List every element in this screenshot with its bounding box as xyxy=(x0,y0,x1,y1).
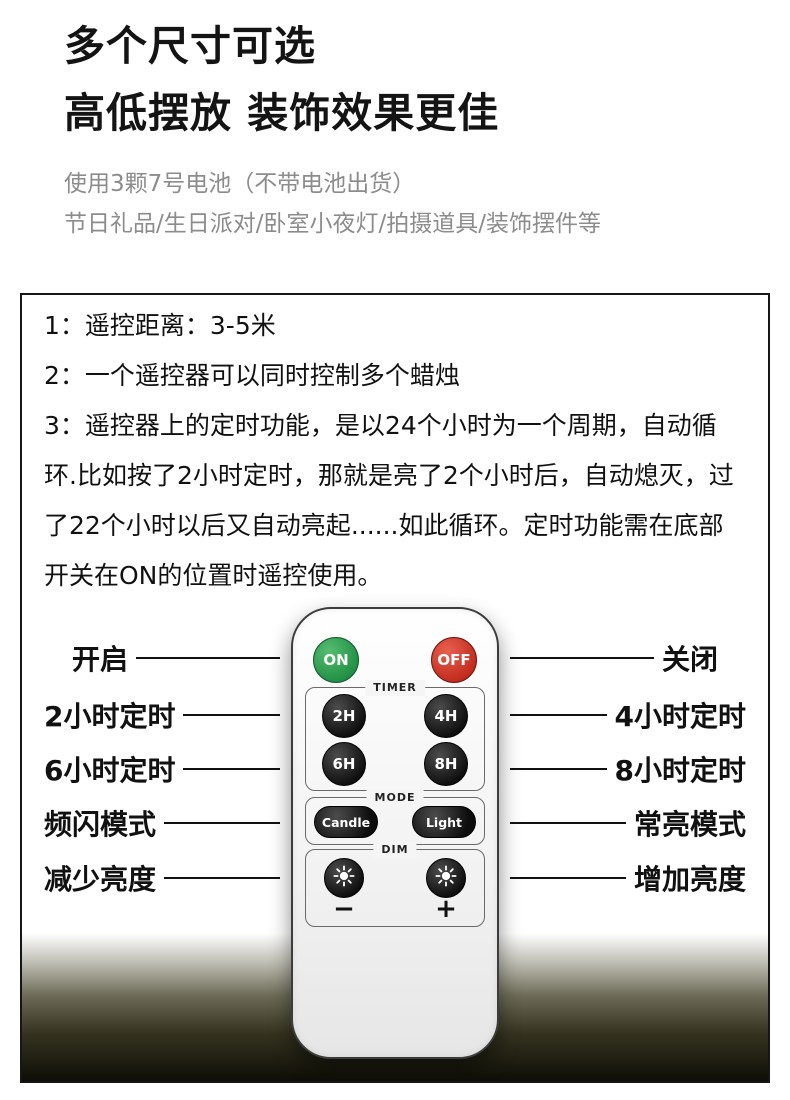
remote-off-button: OFF xyxy=(431,637,477,683)
candle-mode-button: Candle xyxy=(314,806,378,838)
label-power-off: 关闭 xyxy=(661,643,718,676)
usage-note: 节日礼品/生日派对/卧室小夜灯/拍摄道具/装饰摆件等 xyxy=(64,211,601,238)
callout-line xyxy=(164,877,280,879)
callout-row-timer-2h-4h: 2小时定时 4小时定时 xyxy=(44,697,746,733)
dim-up-button xyxy=(426,858,466,898)
label-timer-2h: 2小时定时 xyxy=(44,700,176,733)
callout-line xyxy=(510,822,626,824)
callout-line xyxy=(164,822,280,824)
instruction-item-3: 3：遥控器上的定时功能，是以24个小时为一个周期，自动循环.比如按了2小时定时，… xyxy=(44,411,734,590)
timer-8h-button: 8H xyxy=(424,742,468,786)
page-subtitle: 高低摆放 装饰效果更佳 xyxy=(64,89,500,137)
timer-6h-button: 6H xyxy=(322,742,366,786)
callout-line xyxy=(510,714,607,716)
label-mode-light: 常亮模式 xyxy=(633,808,746,841)
dim-down-button xyxy=(324,858,364,898)
mode-section: MODE Candle Light xyxy=(305,790,485,845)
label-dim-up: 增加亮度 xyxy=(633,863,746,896)
product-notes: 使用3颗7号电池（不带电池出货） 节日礼品/生日派对/卧室小夜灯/拍摄道具/装饰… xyxy=(64,164,760,245)
callout-line xyxy=(183,714,280,716)
remote-on-button: ON xyxy=(313,637,359,683)
label-timer-6h: 6小时定时 xyxy=(44,754,176,787)
callout-line xyxy=(510,877,626,879)
callout-line xyxy=(510,657,654,659)
callout-line xyxy=(136,657,280,659)
remote-photo-area: 开启 关闭 2小时定时 4小时定时 6小时定时 8小时定时 频闪模式 常亮模式 xyxy=(22,601,768,1081)
callout-row-power: 开启 关闭 xyxy=(44,640,746,676)
callout-row-mode: 频闪模式 常亮模式 xyxy=(44,805,746,841)
dim-section: DIM xyxy=(305,842,485,927)
timer-4h-button: 4H xyxy=(424,694,468,738)
label-mode-candle: 频闪模式 xyxy=(44,808,157,841)
remote-control: ON OFF TIMER 2H 4H 6H 8H MODE Candle Lig… xyxy=(291,607,499,1059)
label-timer-8h: 8小时定时 xyxy=(614,754,746,787)
mode-section-label: MODE xyxy=(366,790,424,806)
callout-row-dim: 减少亮度 增加亮度 xyxy=(44,860,746,896)
callout-line xyxy=(183,768,280,770)
brightness-icon xyxy=(435,865,457,891)
instruction-item-2: 2：一个遥控器可以同时控制多个蜡烛 xyxy=(44,361,460,390)
dim-section-label: DIM xyxy=(373,842,417,858)
brightness-icon xyxy=(333,865,355,891)
timer-section: TIMER 2H 4H 6H 8H xyxy=(305,680,485,791)
page-header: 多个尺寸可选 高低摆放 装饰效果更佳 使用3颗7号电池（不带电池出货） 节日礼品… xyxy=(64,26,760,245)
battery-note: 使用3颗7号电池（不带电池出货） xyxy=(64,171,416,197)
callout-line xyxy=(510,768,607,770)
label-power-on: 开启 xyxy=(72,643,129,676)
instruction-panel: 1：遥控距离：3-5米 2：一个遥控器可以同时控制多个蜡烛 3：遥控器上的定时功… xyxy=(20,293,770,1083)
page-title: 多个尺寸可选 xyxy=(64,22,316,70)
timer-section-label: TIMER xyxy=(365,680,425,696)
label-timer-4h: 4小时定时 xyxy=(614,700,746,733)
dim-plus-sign: + xyxy=(435,894,457,924)
timer-2h-button: 2H xyxy=(322,694,366,738)
light-mode-button: Light xyxy=(412,806,476,838)
dim-minus-sign: − xyxy=(333,894,355,924)
instruction-item-1: 1：遥控距离：3-5米 xyxy=(44,311,276,340)
callout-row-timer-6h-8h: 6小时定时 8小时定时 xyxy=(44,751,746,787)
label-dim-down: 减少亮度 xyxy=(44,863,157,896)
instruction-list: 1：遥控距离：3-5米 2：一个遥控器可以同时控制多个蜡烛 3：遥控器上的定时功… xyxy=(22,295,768,601)
